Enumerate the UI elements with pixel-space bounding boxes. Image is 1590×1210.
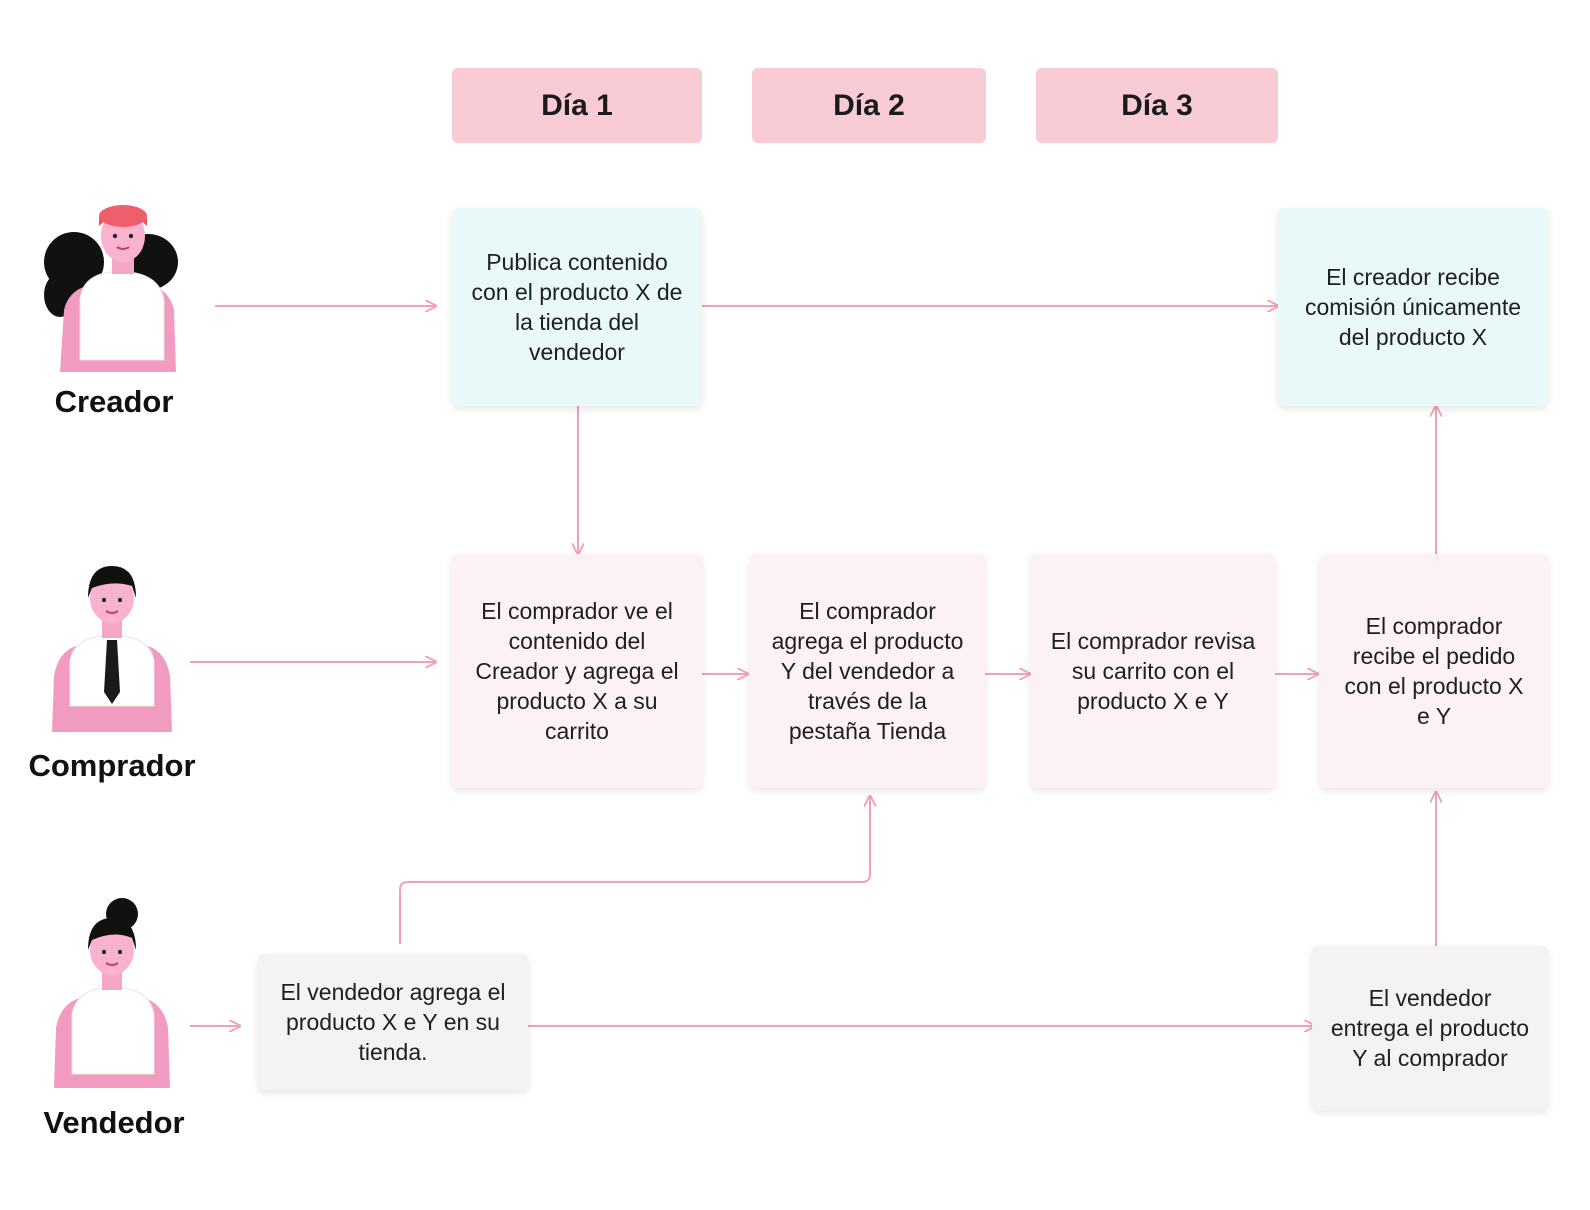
- role-label-creator: Creador: [54, 384, 174, 419]
- box-buyer-views: El comprador ve el contenido del Creador…: [452, 554, 702, 788]
- box-creator-commission: El creador recibe comisión únicamente de…: [1278, 208, 1548, 406]
- box-buyer-reviews: El comprador revisa su carrito con el pr…: [1031, 554, 1275, 788]
- role-label-buyer: Comprador: [28, 748, 196, 783]
- box-creator-publishes: Publica contenido con el producto X de l…: [452, 208, 702, 406]
- arrow-seller-adds-to-buyer-adds-y: [399, 796, 870, 944]
- day-header-2: Día 2: [752, 68, 986, 143]
- day-header-1: Día 1: [452, 68, 702, 143]
- role-label-seller: Vendedor: [43, 1105, 185, 1140]
- creator-avatar: [44, 205, 178, 372]
- box-buyer-receives: El comprador recibe el pedido con el pro…: [1320, 554, 1548, 788]
- seller-avatar: [54, 898, 170, 1088]
- box-seller-delivers: El vendedor entrega el producto Y al com…: [1312, 946, 1548, 1110]
- box-buyer-adds-y: El comprador agrega el producto Y del ve…: [750, 554, 985, 788]
- buyer-avatar: [52, 566, 172, 732]
- day-header-3: Día 3: [1036, 68, 1278, 143]
- box-seller-adds: El vendedor agrega el producto X e Y en …: [258, 954, 528, 1090]
